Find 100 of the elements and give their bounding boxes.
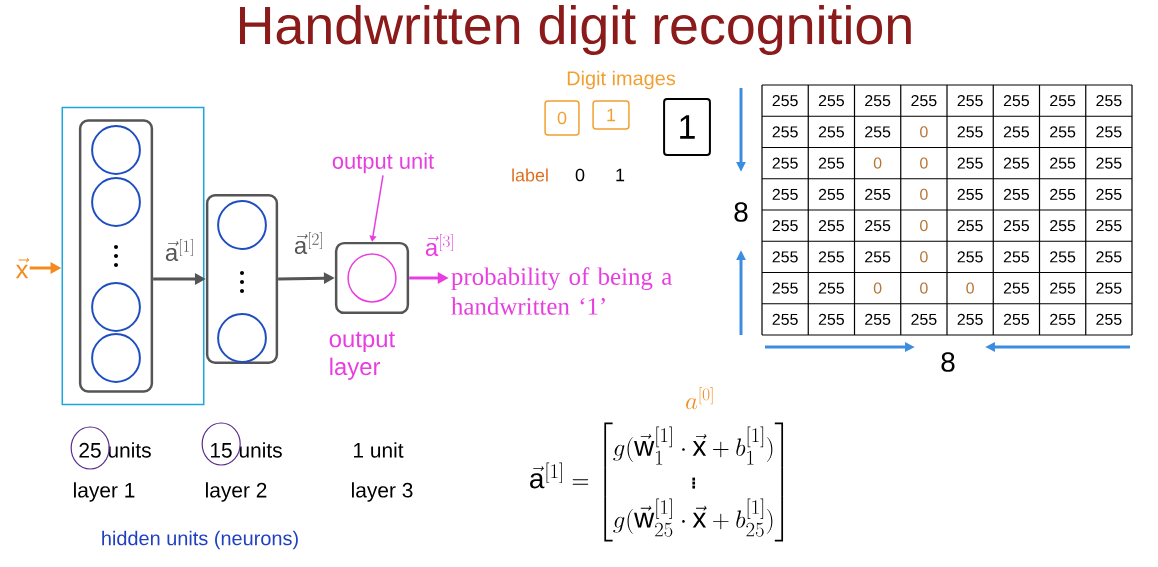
table-cell: 255 (1003, 251, 1029, 263)
table-cell: 0 (920, 126, 928, 138)
neuron-circle (91, 282, 141, 332)
table-cell: 255 (772, 313, 798, 325)
table-cell: 255 (1096, 188, 1122, 200)
table-cell: 0 (966, 282, 974, 294)
table-cell: 255 (1096, 126, 1122, 138)
table-cell: 255 (911, 95, 937, 107)
arrow (369, 174, 384, 242)
label-value: 0 (575, 168, 585, 182)
table-cell: 255 (1096, 220, 1122, 232)
layer-box (78, 119, 154, 393)
hidden-layer-frame (61, 106, 205, 406)
layer-name: layer 2 (206, 482, 267, 502)
table-cell: 255 (1096, 95, 1122, 107)
table-cell: 255 (865, 188, 891, 200)
table-cell: 255 (1050, 157, 1076, 169)
layer-box (205, 194, 279, 364)
table-cell: 0 (920, 282, 928, 294)
table-cell: 255 (818, 95, 844, 107)
table-cell: 255 (818, 282, 844, 294)
table-cell: 255 (1003, 95, 1029, 107)
input-symbol: $\vec{\mathrm{x}}$ (15, 257, 30, 279)
neuron-circle (217, 200, 267, 250)
table-cell: 255 (1050, 188, 1076, 200)
table-cell: 255 (1096, 282, 1122, 294)
table-cell: 255 (865, 313, 891, 325)
table-cell: 255 (772, 251, 798, 263)
table-cell: 255 (957, 313, 983, 325)
table-cell: 255 (957, 220, 983, 232)
digit-image: 1 (592, 100, 630, 130)
table-cell: 255 (865, 95, 891, 107)
neuron-circle (91, 333, 141, 383)
edge-label: $\vec{\mathrm{a}}^{[3]}$ (425, 233, 453, 257)
table-cell: 255 (772, 95, 798, 107)
table-cell: 255 (818, 313, 844, 325)
table-cell: 255 (865, 126, 891, 138)
table-cell: 255 (1050, 282, 1076, 294)
table-cell: 255 (1096, 157, 1122, 169)
table-cell: 255 (818, 157, 844, 169)
note-text: hidden units (neurons) (102, 530, 298, 550)
title: Handwritten digit recognition (240, 4, 911, 56)
table-cell: 0 (873, 157, 882, 169)
dimension-value: 8 (734, 202, 748, 222)
table-cell: 255 (865, 251, 891, 263)
table-cell: 255 (772, 126, 798, 138)
table-cell: 255 (772, 282, 798, 294)
table-cell: 255 (1003, 282, 1029, 294)
layer-name: layer 3 (352, 482, 413, 502)
formula: $\vec{\mathrm{a}}^{[1]} = \begin{bmatrix} g(\vec{\mathrm{w}}^{[1]}_{1} \cdot \vec{\mathrm{x}} + b^{[1]}_{1}) \\ \vdots \\ g(\vec{\mathrm{w}}^{[1]}_{25} \cdot \vec{\mathrm{x}} + b^{[1]}_{25}) \end{bmatrix}$ (530, 422, 784, 542)
dimension-value: 8 (941, 352, 955, 372)
table-cell: 255 (957, 95, 983, 107)
table-cell: 255 (818, 251, 844, 263)
label-text: label (512, 168, 548, 182)
digit-image: 1 (663, 98, 711, 156)
table-cell: 0 (920, 220, 928, 232)
table-cell: 255 (957, 251, 983, 263)
table-cell: 255 (1050, 251, 1076, 263)
table-cell: 255 (1003, 220, 1029, 232)
table-cell: 0 (920, 251, 928, 263)
table-cell: 255 (1003, 157, 1029, 169)
table-cell: 255 (1050, 126, 1076, 138)
table-cell: 0 (873, 282, 882, 294)
table-cell: 255 (865, 220, 891, 232)
callout-text: output unit (332, 152, 434, 174)
table-cell: 255 (957, 157, 983, 169)
neuron-circle (91, 125, 141, 175)
table-cell: 255 (1003, 188, 1029, 200)
annotation-formula: $a^{[0]}$ (686, 387, 713, 410)
table-cell: 255 (818, 188, 844, 200)
unit-count: 1 unit (354, 442, 404, 458)
unit-count: 15 units (210, 442, 282, 458)
table-cell: 255 (1003, 126, 1029, 138)
table-cell: 255 (772, 220, 798, 232)
edge-label: $\vec{\mathrm{a}}^{[2]}$ (294, 231, 322, 255)
digit-image: 0 (544, 100, 580, 136)
output-neuron-circle (347, 253, 397, 303)
table-cell: 255 (818, 220, 844, 232)
table-cell: 255 (1003, 313, 1029, 325)
layer-name: layer 1 (74, 482, 135, 502)
table-cell: 255 (911, 313, 937, 325)
label-value: 1 (616, 168, 625, 182)
output-layer-box (334, 241, 410, 315)
neuron-circle (91, 177, 141, 227)
table-cell: 255 (772, 157, 798, 169)
table-cell: 0 (920, 157, 928, 169)
edge-label: $\vec{\mathrm{a}}^{[1]}$ (165, 238, 193, 262)
table-cell: 255 (957, 126, 983, 138)
table-cell: 255 (1096, 313, 1122, 325)
output-description: probability of being a handwritten ‘1’ (451, 267, 672, 315)
table-cell: 255 (1050, 95, 1076, 107)
unit-count: 25 units (79, 442, 151, 458)
table-cell: 0 (920, 188, 928, 200)
table-cell: 255 (1050, 313, 1076, 325)
neuron-circle (217, 313, 267, 363)
table-cell: 255 (1050, 220, 1076, 232)
layer-caption: output layer (329, 331, 395, 380)
table-cell: 255 (1096, 251, 1122, 263)
table-cell: 255 (818, 126, 844, 138)
table-cell: 255 (772, 188, 798, 200)
